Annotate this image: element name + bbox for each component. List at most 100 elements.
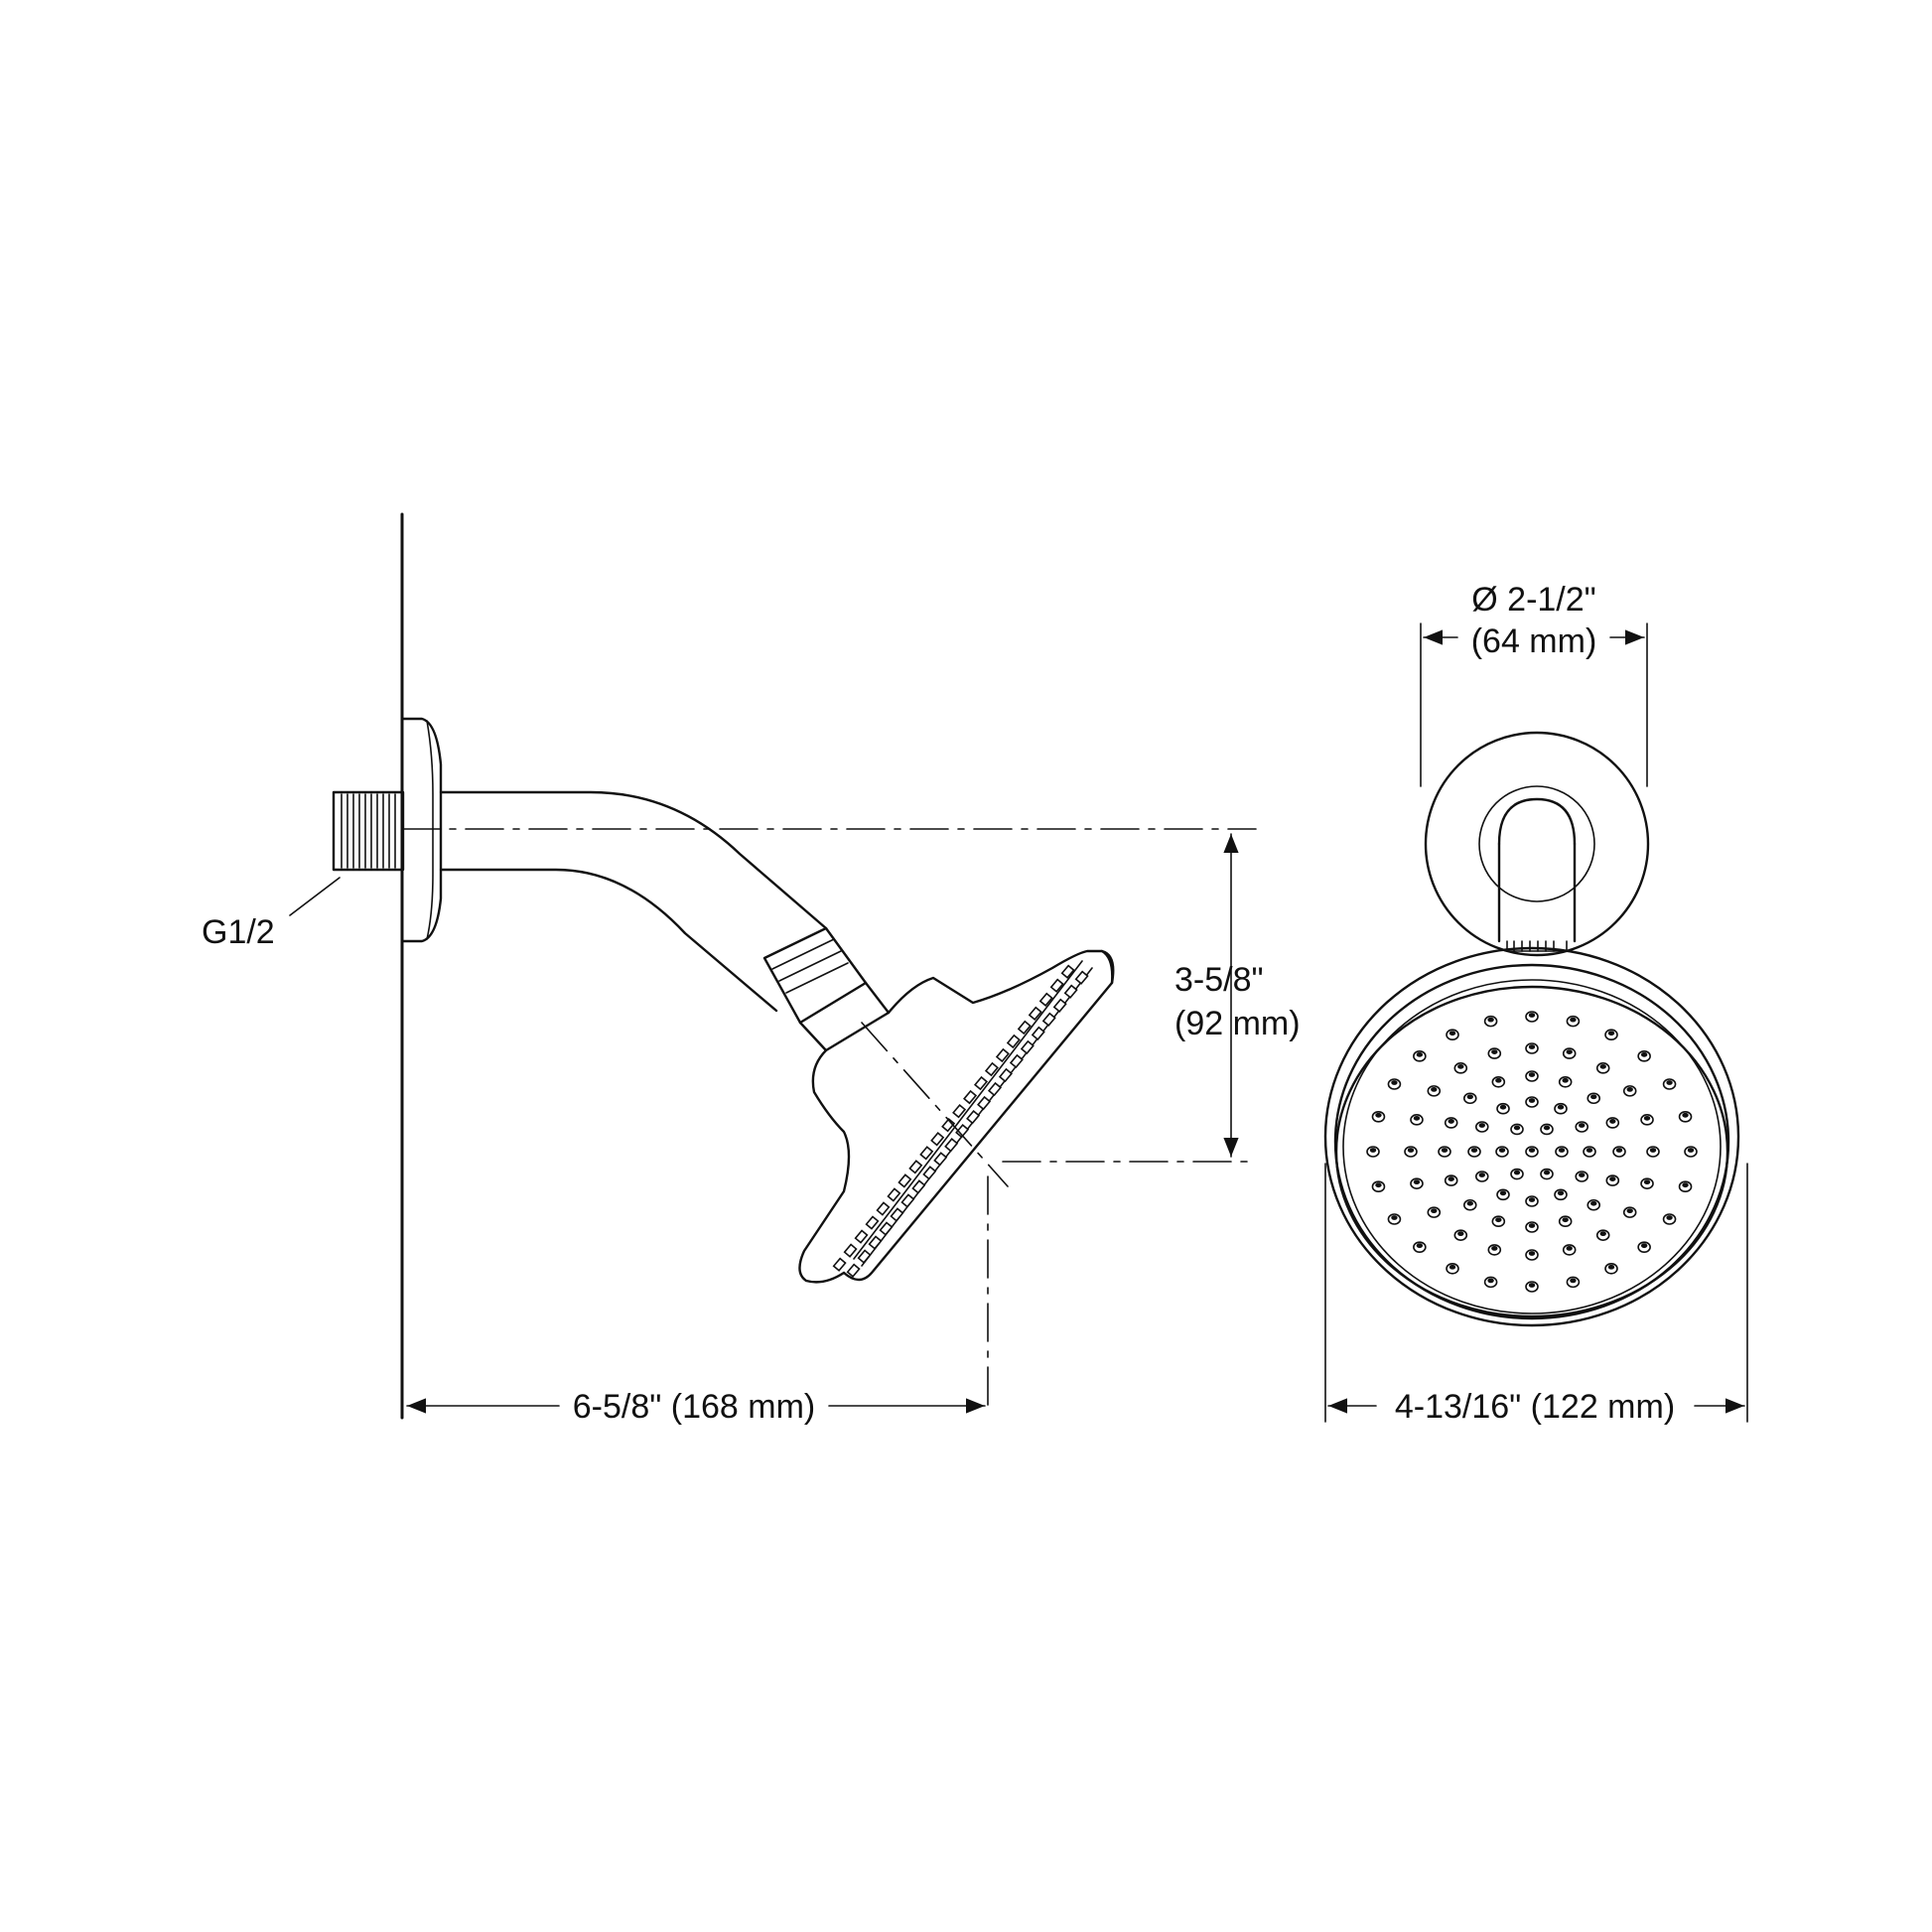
front-nozzle [1605,1117,1620,1129]
side-nozzle [1020,1039,1035,1055]
front-nozzle [1427,1206,1442,1218]
side-nozzle [876,1201,891,1216]
front-nozzle [1438,1146,1451,1158]
side-nozzle [887,1187,901,1202]
front-nozzle [1487,1244,1502,1256]
front-nozzle [1496,1188,1510,1201]
side-nozzle [995,1047,1010,1063]
threaded-connector [332,790,405,872]
front-nozzle [1525,1195,1539,1207]
front-nozzle [1474,1171,1489,1182]
side-nozzle [1006,1034,1021,1049]
side-nozzle [832,1257,847,1272]
front-nozzle [1558,1075,1573,1088]
front-nozzle [1575,1121,1589,1133]
side-nozzle [1052,998,1067,1013]
side-nozzle [1063,984,1078,999]
front-nozzle [1410,1177,1424,1189]
front-nozzle [1554,1188,1568,1201]
side-nozzle [984,1061,999,1077]
spray-face [1334,985,1729,1318]
front-nozzle [1562,1047,1577,1059]
shower-arm [439,790,828,930]
side-nozzle [977,1095,992,1111]
front-nozzle [1496,1102,1510,1115]
side-nozzle [944,1138,959,1153]
front-nozzle [1495,1146,1509,1158]
front-nozzle [1510,1168,1524,1180]
front-nozzle [1387,1078,1402,1090]
side-nozzle [908,1160,923,1174]
front-nozzle [1413,1050,1427,1062]
front-nozzle [1555,1146,1569,1158]
side-nozzle [1031,1026,1045,1041]
front-nozzle [1540,1123,1554,1136]
front-nozzle [1678,1111,1693,1123]
front-nozzle [1525,1249,1539,1261]
front-nozzle [1637,1050,1651,1062]
front-nozzle [1467,1146,1481,1158]
front-nozzle [1662,1213,1677,1225]
front-nozzle [1453,1062,1468,1074]
front-nozzle [1604,1262,1618,1275]
side-nozzle [1074,970,1089,985]
front-nozzle [1462,1092,1477,1105]
side-nozzle [868,1235,883,1250]
side-nozzle [933,1152,948,1167]
front-nozzle [1413,1241,1427,1253]
side-nozzle [865,1215,880,1230]
front-nozzle [1640,1114,1654,1126]
front-nozzle [1483,1015,1498,1028]
side-nozzle [952,1103,967,1119]
front-nozzle [1525,1096,1539,1108]
flange-diameter-inches: Ø 2-1/2" [1471,581,1595,619]
front-nozzle [1684,1146,1698,1158]
front-nozzle [1622,1206,1637,1218]
head-width-dimension: 4-13/16" (122 mm) [1395,1388,1675,1426]
side-view: 3-5/8" (92 mm) 6-5/8" (168 mm) G1/2 [202,512,1301,1426]
arm-drop-mm: (92 mm) [1174,1005,1301,1042]
front-nozzle [1540,1168,1554,1180]
front-nozzle [1371,1111,1386,1123]
front-nozzle [1474,1121,1489,1133]
front-nozzle [1510,1123,1524,1136]
front-nozzle [1525,1281,1539,1293]
side-nozzle [1017,1020,1032,1035]
side-nozzle [900,1193,915,1208]
front-head-outer [1323,946,1740,1327]
front-nozzle [1410,1114,1424,1126]
front-nozzle [1444,1117,1458,1129]
front-nozzle [1583,1146,1596,1158]
front-nozzle [1622,1085,1637,1097]
front-nozzle [1453,1229,1468,1241]
front-nozzle [1587,1092,1601,1105]
side-nozzle [911,1179,926,1194]
swivel-nut [762,926,891,1052]
side-nozzle [897,1173,912,1188]
side-nozzle [879,1221,894,1236]
front-nozzle [1525,1042,1539,1054]
front-nozzle [1558,1215,1573,1228]
side-nozzle [930,1132,945,1147]
side-nozzle [1049,978,1064,993]
side-nozzle [857,1249,872,1264]
front-nozzle [1637,1241,1651,1253]
front-nozzle [1612,1146,1626,1158]
side-nozzle [1041,1012,1056,1028]
side-nozzle [919,1146,934,1161]
side-nozzle [922,1166,937,1180]
front-nozzle [1604,1029,1618,1041]
side-nozzle [843,1243,858,1258]
front-nozzle [1525,1070,1539,1082]
arm-drop-inches: 3-5/8" [1174,961,1264,999]
front-nozzle [1678,1180,1693,1192]
front-nozzle [1662,1078,1677,1090]
front-nozzle [1387,1213,1402,1225]
side-nozzle [955,1123,970,1139]
wall-flange [400,717,443,943]
front-nozzle [1446,1029,1459,1041]
front-flange [1424,731,1650,957]
front-nozzle [1444,1174,1458,1186]
front-nozzle [1587,1198,1601,1211]
